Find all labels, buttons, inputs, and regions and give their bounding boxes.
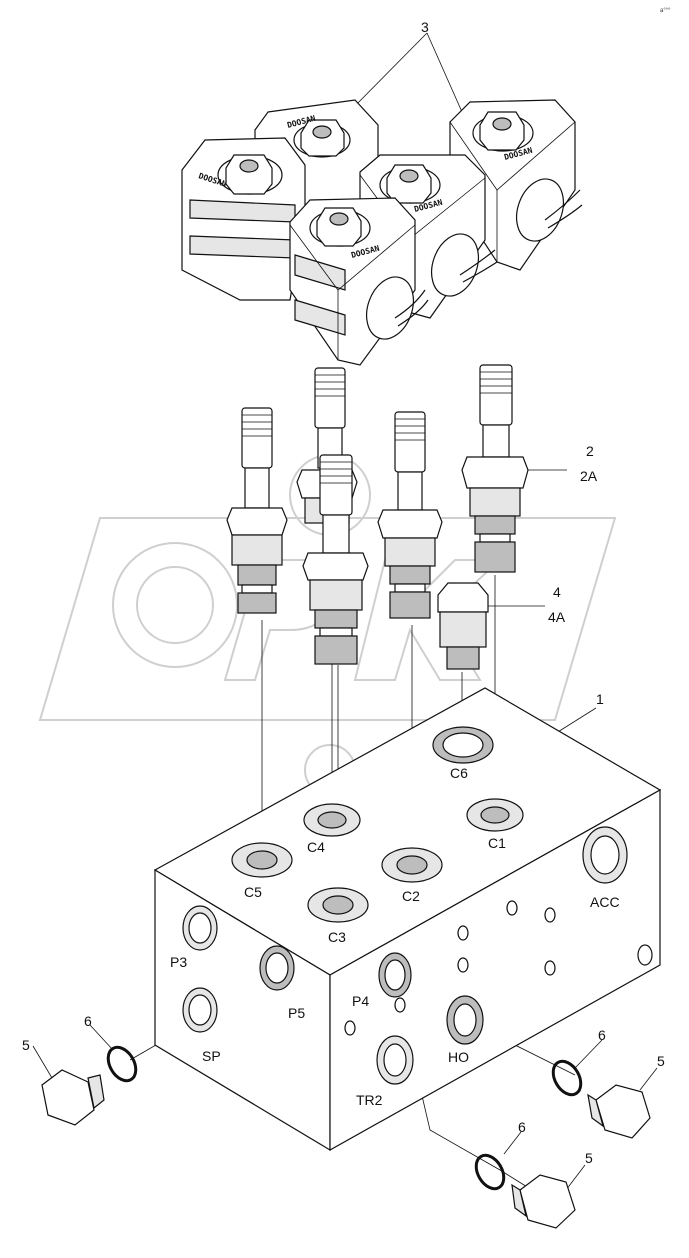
- cartridge-valve-group: [226, 364, 529, 670]
- cartridge-valve: [461, 364, 529, 573]
- callout-6-left: 6: [84, 1013, 92, 1029]
- callout-1: 1: [596, 691, 604, 707]
- plug-group: [41, 1069, 651, 1229]
- manifold-block: [153, 687, 662, 1152]
- port-labels: C6 C4 C1 C5 C2 C3 ACC P3 P5 P4 SP HO TR2: [170, 765, 620, 1108]
- plug-valve: [437, 582, 489, 670]
- cartridge-valve: [226, 407, 288, 614]
- callout-4: 4: [553, 584, 561, 600]
- port-label-ho: HO: [448, 1049, 469, 1065]
- port-label-c5: C5: [244, 884, 262, 900]
- callout-2: 2: [586, 443, 594, 459]
- port-label-c6: C6: [450, 765, 468, 781]
- plug: [41, 1069, 105, 1126]
- callout-2a: 2A: [580, 468, 598, 484]
- callout-5-bottom: 5: [585, 1150, 593, 1166]
- corner-mark: a°°°: [660, 8, 671, 14]
- port-label-tr2: TR2: [356, 1092, 383, 1108]
- callout-5-right: 5: [657, 1053, 665, 1069]
- callout-4a: 4A: [548, 609, 566, 625]
- plug: [587, 1084, 651, 1139]
- callout-3: 3: [421, 19, 429, 35]
- solenoid-coil-group: DOOSAN DOOSAN DOOSAN: [181, 99, 583, 366]
- cartridge-valve: [302, 454, 369, 665]
- port-label-p5: P5: [288, 1005, 305, 1021]
- port-label-sp: SP: [202, 1048, 221, 1064]
- solenoid-coil: DOOSAN: [449, 99, 583, 271]
- port-label-c1: C1: [488, 835, 506, 851]
- callout-6-bottom: 6: [518, 1119, 526, 1135]
- callout-6-right: 6: [598, 1027, 606, 1043]
- port-label-c4: C4: [307, 839, 325, 855]
- port-label-p3: P3: [170, 954, 187, 970]
- solenoid-coil: DOOSAN: [289, 197, 429, 366]
- plug: [511, 1174, 576, 1229]
- port-label-c3: C3: [328, 929, 346, 945]
- o-ring-group: [106, 1045, 583, 1191]
- callout-labels: 3 1 2 2A 4 4A 5 6 6 5 6 5: [22, 19, 665, 1166]
- port-label-acc: ACC: [590, 894, 620, 910]
- callout-5-left: 5: [22, 1037, 30, 1053]
- solenoid-coil: DOOSAN: [181, 137, 306, 301]
- cartridge-valve: [377, 411, 443, 619]
- port-label-c2: C2: [402, 888, 420, 904]
- port-label-p4: P4: [352, 993, 369, 1009]
